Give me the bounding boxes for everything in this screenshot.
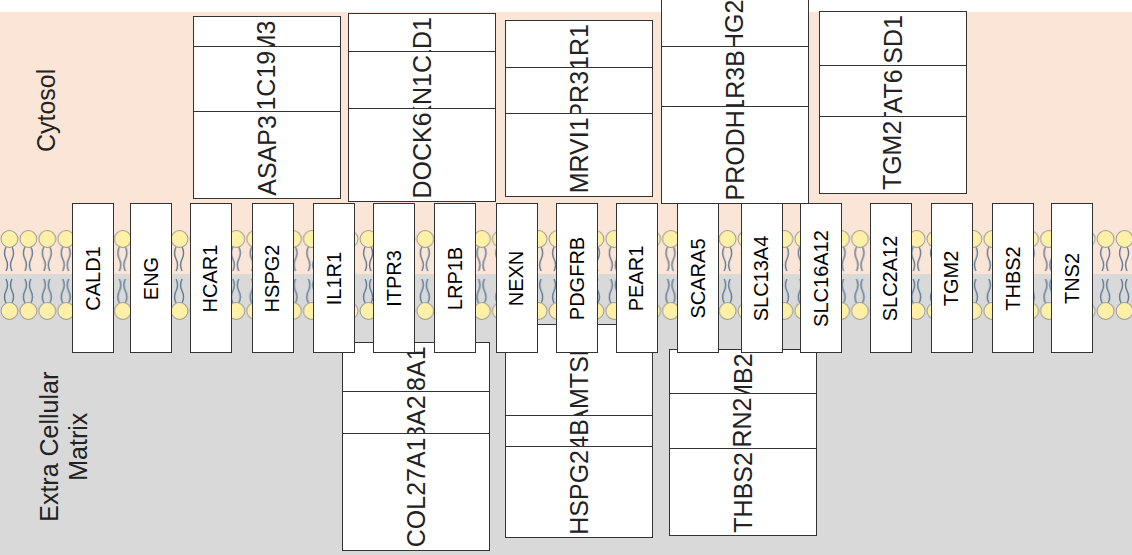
gene-label: DOCK6: [408, 112, 437, 198]
gene-label: HSPG2: [261, 244, 284, 312]
gene-box: THBS2: [669, 448, 817, 537]
gene-box: ASAP3: [193, 111, 341, 200]
gene-box: HSPG2: [505, 446, 653, 539]
gene-label: PDGFRB: [566, 236, 589, 319]
gene-label: COL27A1: [402, 437, 431, 547]
gene-box: COL27A1: [342, 433, 490, 551]
gene-label: THBS2: [729, 452, 758, 533]
gene-label: TGM2: [940, 250, 963, 306]
membrane-gene-box: PDGFRB: [556, 203, 598, 353]
region-label: Cytosol: [32, 10, 61, 210]
gene-label: MRVI1: [565, 117, 594, 193]
gene-label: SLC13A4: [750, 235, 773, 321]
gene-label: ITPR3: [382, 250, 405, 307]
gene-label: HCAR1: [199, 244, 222, 312]
gene-label: LRP1B: [444, 246, 467, 309]
membrane-gene-box: TNS2: [1051, 203, 1093, 353]
gene-label: PRODH: [721, 110, 750, 200]
gene-label: IL1R1: [323, 251, 346, 304]
membrane-gene-box: THBS2: [992, 203, 1034, 353]
gene-label: ENG: [140, 256, 163, 299]
membrane-gene-box: TGM2: [931, 203, 973, 353]
gene-label: SCARA5: [687, 238, 710, 318]
gene-label: SLC2A12: [879, 235, 902, 321]
membrane-gene-box: IL1R1: [313, 203, 355, 353]
membrane-gene-box: HSPG2: [252, 203, 294, 353]
membrane-gene-box: ITPR3: [373, 203, 415, 353]
gene-label: ASAP3: [253, 115, 282, 196]
membrane-gene-box: SLC2A12: [870, 203, 912, 353]
gene-box: MRVI1: [505, 113, 653, 197]
membrane-gene-box: SLC13A4: [741, 203, 783, 353]
membrane-gene-box: SCARA5: [677, 203, 719, 353]
gene-label: HSPG2: [565, 450, 594, 535]
gene-label: NEXN: [505, 250, 528, 306]
gene-box: PRODH: [661, 106, 809, 204]
membrane-gene-box: PEAR1: [616, 203, 658, 353]
membrane-gene-box: ENG: [130, 203, 172, 353]
membrane-gene-box: HCAR1: [190, 203, 232, 353]
gene-box: TGM2: [819, 116, 967, 193]
gene-label: SLC16A12: [809, 230, 832, 327]
gene-label: TNS2: [1061, 252, 1084, 303]
gene-box: DOCK6: [348, 108, 496, 202]
membrane-gene-box: SLC16A12: [800, 203, 842, 353]
gene-label: PEAR1: [625, 245, 648, 311]
membrane-gene-box: CALD1: [72, 203, 114, 353]
region-label: Extra Cellular Matrix: [35, 352, 93, 542]
gene-label: CALD1: [82, 246, 105, 310]
membrane-gene-box: LRP1B: [434, 203, 476, 353]
gene-label: TGM2: [879, 120, 908, 189]
membrane-gene-box: NEXN: [496, 203, 538, 353]
gene-label: THBS2: [1002, 246, 1025, 310]
